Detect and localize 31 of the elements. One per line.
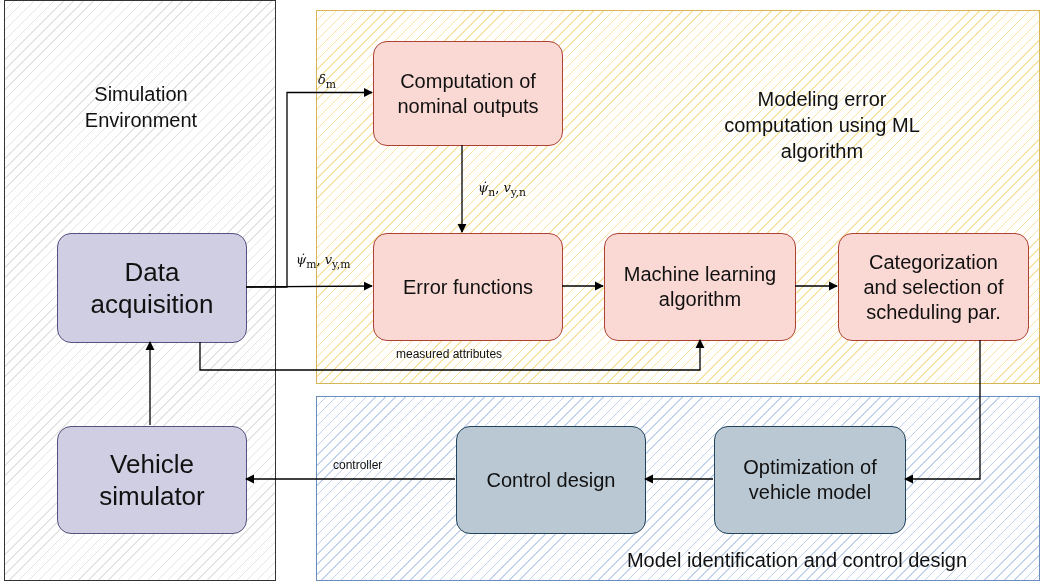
box-label: Machine learning algorithm [622, 262, 778, 312]
process-box [838, 233, 1029, 341]
edge-label: δ$_{m}$ [318, 72, 337, 91]
process-box [714, 426, 906, 534]
box-label: Categorization and selection of scheduling par. [862, 249, 1005, 325]
arrow [199, 339, 705, 371]
process-box [373, 41, 563, 146]
box-label: Error functions [401, 274, 535, 300]
panel-title: Modeling error computation using ML algorithm [723, 87, 921, 164]
panel-title: Simulation Environment [83, 82, 199, 133]
group-panel [316, 396, 1040, 581]
edge-label: measured attributes [396, 347, 503, 361]
group-panel [4, 0, 276, 581]
box-label: Data acquisition [89, 255, 215, 321]
arrow [245, 281, 373, 291]
box-label: Control design [485, 467, 617, 493]
panel-title: Model identification and control design [625, 548, 969, 573]
box-label: Vehicle simulator [98, 447, 206, 513]
edge-label: controller [333, 458, 383, 472]
arrow [794, 281, 838, 291]
edge-label: ψ̇$_{n}$, v$_{y,n}$ [478, 180, 526, 199]
process-box [373, 233, 563, 341]
group-panel [316, 10, 1040, 384]
process-box [57, 233, 247, 343]
box-label: Computation of nominal outputs [396, 68, 540, 119]
process-box [456, 426, 646, 534]
process-box [57, 426, 247, 534]
box-label: Optimization of vehicle model [742, 455, 878, 505]
process-box [604, 233, 796, 341]
edge-label: ψ̇$_{m}$, v$_{y,m}$ [296, 252, 351, 271]
arrow [145, 341, 155, 426]
